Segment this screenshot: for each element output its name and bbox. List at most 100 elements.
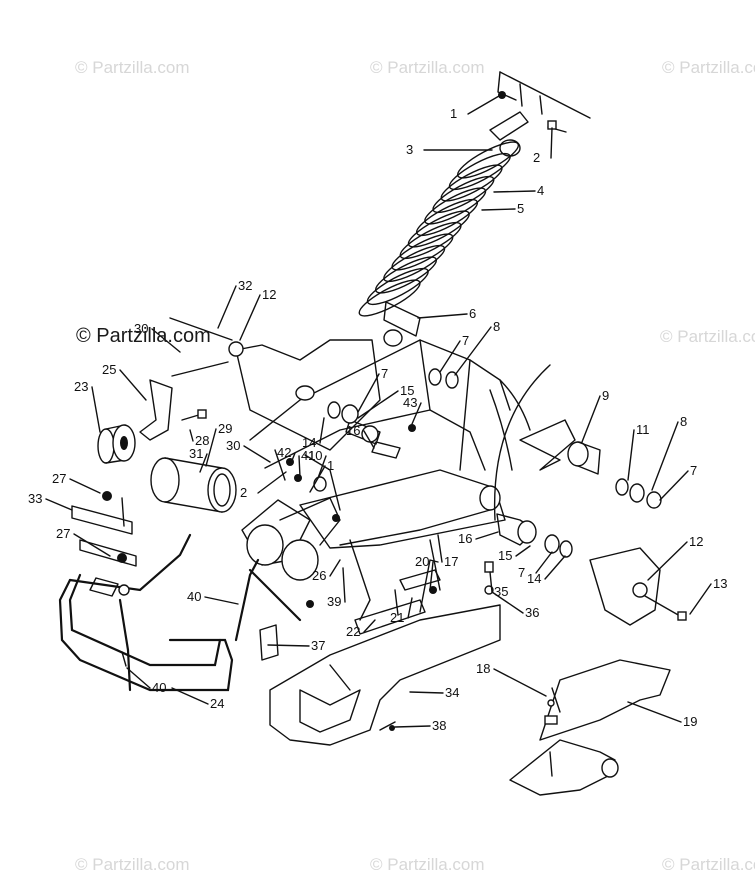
- callout-number: 3: [406, 142, 413, 157]
- leader-line: [647, 541, 688, 581]
- callout-number: 1: [450, 106, 457, 121]
- watermark-text: © Partzilla.com: [370, 58, 485, 77]
- callout-number: 32: [238, 278, 252, 293]
- chain-case: [259, 604, 501, 746]
- callout-number: 42: [277, 445, 291, 460]
- side-plate: [169, 317, 381, 451]
- callout-number: 27: [52, 471, 66, 486]
- leader-line: [454, 326, 492, 376]
- leader-line: [651, 421, 679, 491]
- leader-line: [491, 591, 524, 614]
- callout-number: 4: [537, 183, 544, 198]
- watermark-text: © Partzilla.com: [662, 855, 755, 874]
- leader-line: [257, 471, 287, 494]
- callout-number: 30: [134, 321, 148, 336]
- callout-number: 18: [476, 661, 490, 676]
- watermark-text: © Partzilla.com: [75, 855, 190, 874]
- callout-number: 17: [444, 554, 458, 569]
- callout-number: 30: [226, 438, 240, 453]
- watermark-dark: © Partzilla.com: [76, 325, 211, 347]
- callout-number: 7: [381, 366, 388, 381]
- watermark-text: © Partzilla.com: [660, 327, 755, 346]
- leader-line: [493, 190, 536, 193]
- leader-lines: [45, 95, 712, 728]
- leader-line: [357, 373, 380, 413]
- leader-line: [290, 452, 296, 464]
- callout-number: 41: [301, 448, 315, 463]
- leader-line: [363, 619, 376, 633]
- callout-number: 20: [415, 554, 429, 569]
- watermark-group: © Partzilla.com © Partzilla.com © Partzill…: [75, 58, 755, 874]
- slide-rail: [509, 659, 671, 796]
- leader-line: [437, 534, 443, 563]
- callout-number: 9: [602, 388, 609, 403]
- leader-line: [73, 533, 111, 557]
- callout-number: 13: [713, 576, 727, 591]
- leader-line: [363, 430, 375, 449]
- callout-number: 5: [517, 201, 524, 216]
- leader-line: [659, 470, 689, 501]
- angle-brackets: [71, 491, 137, 567]
- leader-line: [171, 687, 209, 705]
- leader-line: [189, 429, 194, 442]
- leader-line: [627, 429, 635, 481]
- leader-line: [204, 596, 239, 605]
- watermark-text: © Partzilla.com: [75, 58, 190, 77]
- leader-line: [126, 667, 151, 689]
- callout-number: 15: [400, 383, 414, 398]
- callout-number: 12: [689, 534, 703, 549]
- callout-number: 11: [636, 422, 650, 437]
- leader-line: [239, 294, 261, 341]
- leader-line: [309, 465, 326, 493]
- leader-line: [409, 691, 444, 694]
- leader-line: [267, 644, 310, 647]
- callout-number: 29: [218, 421, 232, 436]
- callout-number: 2: [533, 150, 540, 165]
- leader-line: [151, 328, 181, 353]
- leader-line: [467, 95, 500, 115]
- leader-line: [357, 390, 399, 419]
- leader-line: [581, 395, 601, 443]
- callout-number: 40: [152, 680, 166, 695]
- callout-number: 35: [494, 584, 508, 599]
- leader-line: [243, 445, 271, 463]
- callout-number: 21: [390, 610, 404, 625]
- callout-number: 38: [432, 718, 446, 733]
- callout-number: 6: [469, 306, 476, 321]
- leader-line: [627, 701, 682, 723]
- callout-number: 8: [680, 414, 687, 429]
- leader-line: [429, 561, 434, 591]
- callout-number: 8: [493, 319, 500, 334]
- callout-number: 1: [327, 458, 334, 473]
- callout-number: 7: [462, 333, 469, 348]
- callout-number: 36: [525, 605, 539, 620]
- callout-number: 34: [445, 685, 459, 700]
- callout-number: 33: [28, 491, 42, 506]
- callout-number: 28: [195, 433, 209, 448]
- callout-number: 43: [403, 395, 417, 410]
- watermark-text: © Partzilla.com: [662, 58, 755, 77]
- leader-line: [317, 455, 327, 479]
- leader-line: [535, 551, 553, 574]
- leader-line: [550, 127, 553, 159]
- leader-line: [411, 402, 422, 425]
- leader-line: [342, 567, 346, 603]
- callout-number: 27: [56, 526, 70, 541]
- leader-line: [45, 498, 73, 511]
- callout-number: 22: [346, 624, 360, 639]
- leader-line: [205, 428, 217, 467]
- leader-line: [91, 386, 101, 433]
- leader-line: [689, 583, 712, 615]
- callout-number: 40: [187, 589, 201, 604]
- leader-line: [417, 313, 468, 319]
- leader-line: [493, 668, 547, 697]
- leader-line: [298, 455, 301, 478]
- watermark-text: © Partzilla.com: [370, 855, 485, 874]
- callout-number: 14: [302, 435, 316, 450]
- callout-number: 25: [102, 362, 116, 377]
- leader-line: [544, 555, 566, 580]
- callout-number: 19: [683, 714, 697, 729]
- callout-number: 37: [311, 638, 325, 653]
- bumper-bar: [58, 533, 314, 692]
